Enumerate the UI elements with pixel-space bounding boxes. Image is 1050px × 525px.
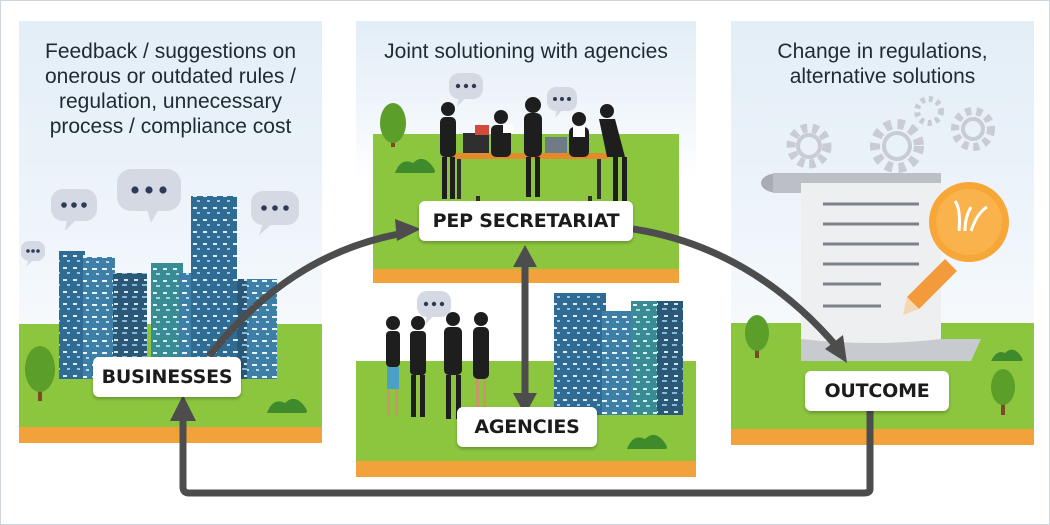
gear-icon <box>786 96 995 173</box>
tree-icon <box>25 103 1015 415</box>
node-outcome: OUTCOME <box>805 371 949 411</box>
bush-icon <box>267 158 1023 449</box>
node-agencies: AGENCIES <box>457 407 597 447</box>
document-icon <box>761 173 981 361</box>
buildings-businesses <box>59 196 277 379</box>
heading-change: Change in regulations, alternative solut… <box>777 40 988 88</box>
speech-dots <box>26 83 571 307</box>
buildings-agencies <box>554 293 683 415</box>
node-businesses: BUSINESSES <box>93 357 241 397</box>
arrow-heads <box>170 219 847 421</box>
lightbulb-icon <box>929 182 1009 262</box>
agencies-people <box>386 312 489 419</box>
node-pep-secretariat: PEP SECRETARIAT <box>419 201 633 241</box>
heading-feedback: Feedback / suggestions on onerous or out… <box>45 40 296 138</box>
meeting-illustration <box>440 97 627 206</box>
flow-arrows <box>179 225 874 497</box>
heading-joint-solutioning: Joint solutioning with agencies <box>384 40 668 63</box>
pencil-icon <box>903 259 957 315</box>
